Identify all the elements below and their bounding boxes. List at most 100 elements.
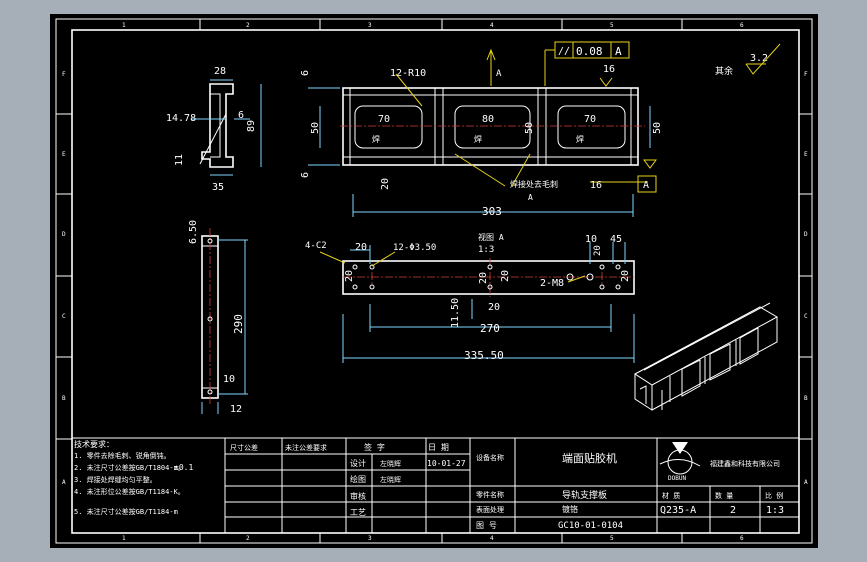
- top-dim-270: 270: [480, 322, 500, 335]
- front-dim-50-right: 50: [652, 122, 663, 134]
- tb-device-label: 设备名称: [476, 453, 504, 462]
- top-dim-20-c: 20: [500, 270, 511, 282]
- top-dim-10: 10: [585, 234, 597, 245]
- zone-bottom-1: 1: [122, 535, 126, 542]
- left-view: [201, 228, 248, 414]
- isometric-view: [634, 302, 779, 411]
- front-dim-80: 80: [482, 114, 494, 125]
- zone-top-5: 5: [610, 22, 614, 29]
- tolerance-frame: [554, 41, 630, 87]
- front-weld-note-5: A: [528, 193, 533, 202]
- front-dim-6-bottom: 6: [300, 172, 311, 178]
- front-dim-6-top: 6: [300, 70, 311, 76]
- top-view-label: 视图 A: [478, 232, 504, 242]
- roughness-label: 其余: [715, 65, 733, 77]
- zone-left-c: C: [62, 313, 66, 320]
- roughness-symbol: [745, 43, 781, 75]
- top-dim-20-d: 20: [593, 245, 603, 256]
- zone-top-6: 6: [740, 22, 744, 29]
- side-view: [191, 79, 262, 176]
- front-dim-70-right: 70: [584, 114, 596, 125]
- front-view: [308, 48, 651, 217]
- left-dim-12: 12: [230, 404, 242, 415]
- top-dim-20-g: 20: [478, 272, 489, 284]
- zone-right-b: B: [804, 395, 808, 402]
- tb-header-2: 未注公差要求: [285, 443, 327, 452]
- top-scale-note: 1:3: [478, 245, 494, 255]
- top-dim-20-f: 20: [488, 302, 500, 313]
- zone-bottom-5: 5: [610, 535, 614, 542]
- front-dim-16-top: 16: [603, 64, 615, 75]
- tb-header-4: 日 期: [428, 443, 449, 452]
- roughness-value: 3.2: [750, 53, 768, 64]
- tb-scale-label: 比 例: [765, 491, 783, 500]
- zone-top-3: 3: [368, 22, 372, 29]
- front-weld-note-4: 焊接处去毛刺: [510, 179, 558, 189]
- tb-header-1: 尺寸公差: [230, 443, 258, 452]
- front-view-arrow-a: A: [496, 69, 502, 79]
- zone-top-2: 2: [246, 22, 250, 29]
- zone-right-d: D: [804, 231, 808, 238]
- tb-row-draw-name: 左晓辉: [380, 475, 401, 484]
- datum-letter: A: [643, 180, 649, 191]
- tb-row-process-label: 工艺: [350, 508, 366, 517]
- tb-part-label: 零件名称: [476, 490, 504, 499]
- zone-bottom-2: 2: [246, 535, 250, 542]
- front-dim-20: 20: [380, 178, 391, 190]
- tb-row-design-name: 左晓辉: [380, 459, 401, 468]
- left-dim-6-50: 6.50: [188, 220, 199, 244]
- tb-qty: 2: [730, 505, 736, 516]
- top-dim-2-m8: 2-M8: [540, 278, 564, 289]
- tech-note-1: 1. 零件去除毛刺、锐角倒钝。: [74, 451, 171, 460]
- drawing-sheet: 1 2 3 4 5 6 1 2 3 4 5 6 F E D C B A F E …: [50, 14, 818, 548]
- tech-note-2: 2. 未注尺寸公差按GB/T1804-m。: [74, 463, 185, 472]
- datum-triangle: [643, 159, 657, 169]
- side-dim-11: 11: [174, 154, 185, 166]
- tb-scale: 1:3: [766, 505, 784, 516]
- top-dim-12-phi: 12-Φ3.50: [393, 243, 436, 253]
- side-dim-28: 28: [214, 66, 226, 77]
- top-dim-335-50: 335.50: [464, 349, 504, 362]
- side-dim-6: 6: [238, 110, 244, 121]
- tolerance-datum: A: [615, 45, 622, 58]
- front-dim-50-left: 50: [310, 122, 321, 134]
- tb-row-design-date: 10-01-27: [427, 459, 466, 468]
- tech-notes-tolerance: ±0.1: [174, 463, 193, 472]
- zone-left-e: E: [62, 151, 66, 158]
- tolerance-symbol: //: [558, 46, 570, 57]
- company-logo-text: DOBUN: [668, 475, 686, 482]
- tb-surface-label: 表面处理: [476, 505, 504, 514]
- tech-note-4: 4. 未注形位公差按GB/T1184-K。: [74, 487, 185, 496]
- outer-border: [55, 18, 813, 544]
- tb-row-check-label: 审核: [350, 491, 366, 501]
- title-block: [224, 437, 800, 534]
- tech-note-3: 3. 焊接处焊缝均匀平整。: [74, 475, 157, 484]
- tech-note-5: 5. 未注尺寸公差按GB/T1184-m: [74, 507, 178, 516]
- left-dim-10: 10: [223, 374, 235, 385]
- company-logo: [659, 442, 701, 475]
- left-dim-290: 290: [232, 314, 245, 334]
- front-dim-70-left: 70: [378, 114, 390, 125]
- front-weld-note-2: 焊: [474, 134, 482, 144]
- tb-material: Q235-A: [660, 505, 696, 516]
- tb-row-design-label: 设计: [350, 458, 366, 468]
- front-dim-50-mid: 50: [524, 122, 535, 134]
- top-dim-20-b: 20: [344, 270, 355, 282]
- tb-surface-value: 镀铬: [562, 504, 578, 514]
- front-weld-note-1: 焊: [372, 134, 380, 144]
- top-dim-11-50: 11.50: [450, 298, 461, 328]
- tb-drawing-no: GC10-01-0104: [558, 521, 623, 531]
- zone-left-d: D: [62, 231, 66, 238]
- zone-right-e: E: [804, 151, 808, 158]
- tb-company: 福建鑫和科技有限公司: [710, 459, 780, 468]
- side-dim-14-78: 14.78: [166, 113, 196, 124]
- cad-drawing: 1 2 3 4 5 6 1 2 3 4 5 6 F E D C B A F E …: [55, 18, 813, 544]
- top-dim-20-a: 20: [355, 242, 367, 253]
- top-dim-45: 45: [610, 234, 622, 245]
- zone-right-c: C: [804, 313, 808, 320]
- tolerance-value: 0.08: [576, 45, 603, 58]
- tb-qty-label: 数 量: [715, 491, 733, 500]
- datum-box: [637, 175, 657, 193]
- zone-left-b: B: [62, 395, 66, 402]
- zone-ticks: [56, 19, 812, 543]
